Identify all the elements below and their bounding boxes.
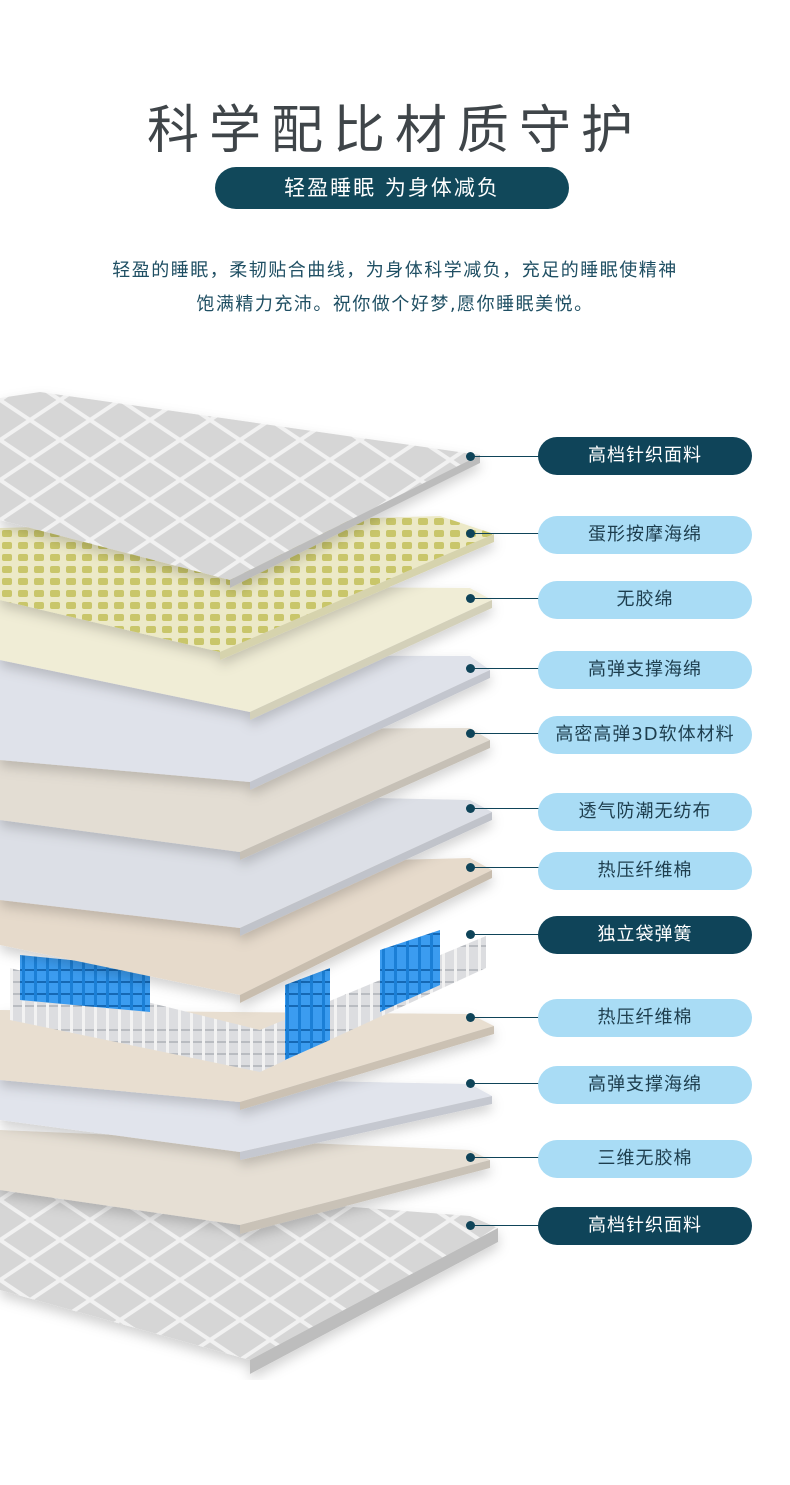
description-line-1: 轻盈的睡眠，柔韧贴合曲线，为身体科学减负，充足的睡眠使精神: [112, 260, 678, 281]
layer-label: 无胶绵: [538, 581, 752, 619]
layer-label: 独立袋弹簧: [538, 916, 752, 954]
callout-dot: [466, 1013, 475, 1022]
callout-dot: [466, 1221, 475, 1230]
callout-line: [471, 1225, 539, 1226]
subtitle-badge: 轻盈睡眠 为身体减负: [215, 167, 569, 209]
layer-support-sponge-1: [0, 655, 490, 790]
callout-line: [471, 598, 539, 599]
callout-line: [471, 1083, 539, 1084]
callout-line: [471, 1157, 539, 1158]
layer-3d-foam: [0, 1130, 490, 1234]
callout-dot: [466, 1153, 475, 1162]
layer-bottom-knit: [0, 1180, 498, 1374]
callout-dot: [466, 729, 475, 738]
callout-line: [471, 934, 539, 935]
layer-label: 热压纤维棉: [538, 999, 752, 1037]
layer-label: 高密高弹3D软体材料: [538, 716, 752, 754]
layer-label: 高弹支撑海绵: [538, 651, 752, 689]
callout-dot: [466, 664, 475, 673]
callout-line: [471, 733, 539, 734]
layer-label: 三维无胶棉: [538, 1140, 752, 1178]
layer-label: 热压纤维棉: [538, 852, 752, 890]
callout-dot: [466, 452, 475, 461]
callout-line: [471, 533, 539, 534]
callout-line: [471, 867, 539, 868]
callout-dot: [466, 594, 475, 603]
layer-top-knit: [0, 392, 480, 588]
description-line-2: 饱满精力充沛。祝你做个好梦,愿你睡眠美悦。: [196, 294, 594, 315]
layer-label: 透气防潮无纺布: [538, 793, 752, 831]
callout-dot: [466, 930, 475, 939]
layer-support-sponge-2: [0, 1075, 492, 1160]
layer-label: 蛋形按摩海绵: [538, 516, 752, 554]
mattress-layers-illustration: [0, 392, 498, 1374]
layer-label: 高档针织面料: [538, 1207, 752, 1245]
callout-dot: [466, 529, 475, 538]
callout-dot: [466, 863, 475, 872]
page-title: 科学配比材质守护: [146, 101, 643, 161]
callout-line: [471, 456, 539, 457]
layer-label: 高弹支撑海绵: [538, 1066, 752, 1104]
callout-line: [471, 808, 539, 809]
callout-line: [471, 1017, 539, 1018]
layer-label: 高档针织面料: [538, 437, 752, 475]
callout-dot: [466, 804, 475, 813]
callout-dot: [466, 1079, 475, 1088]
layer-pocket-springs: [10, 930, 486, 1072]
callout-line: [471, 668, 539, 669]
